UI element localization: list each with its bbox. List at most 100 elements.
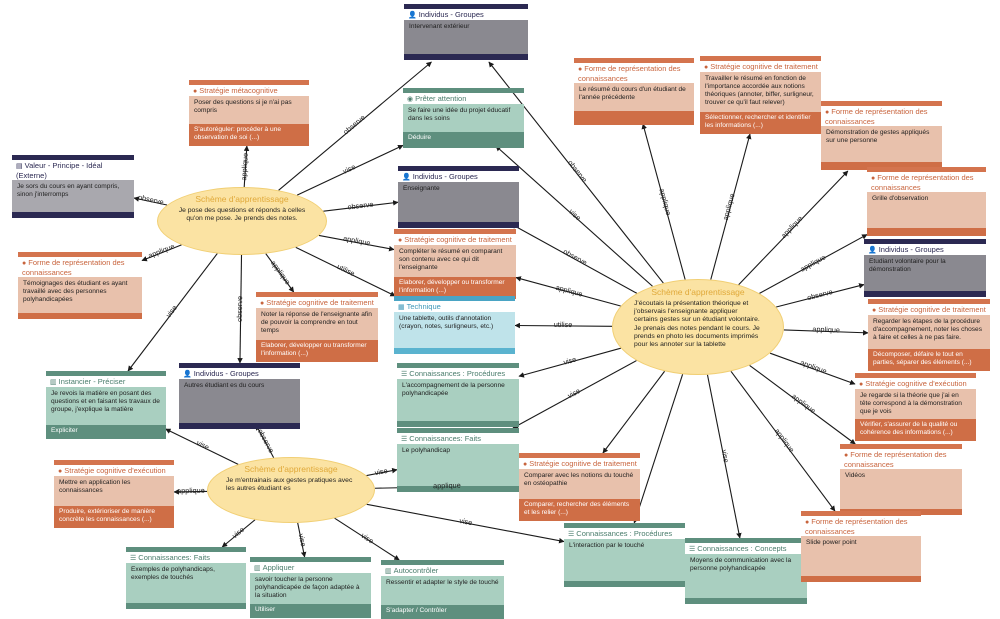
person-icon: 👤 <box>183 371 192 378</box>
card-body: Mettre en application les connaissances <box>54 476 174 506</box>
card-appliquer[interactable]: ▥Appliquer savoir toucher la personne po… <box>250 557 371 618</box>
control-icon: ▥ <box>385 568 392 575</box>
card-body: Démonstration de gestes appliqués sur un… <box>821 126 942 162</box>
card-individus-intervenant[interactable]: 👤Individus - Groupes Intervenant extérie… <box>404 4 528 62</box>
edge-s2-preter <box>495 145 653 287</box>
card-header: Forme de représentation des connaissance… <box>22 258 125 277</box>
card-footer-bar <box>564 581 685 587</box>
card-body: Slide power point <box>801 536 921 576</box>
scheme-ellipse-questions[interactable]: Schème d'apprentissage Je pose des quest… <box>157 187 327 255</box>
card-strategie-traitement-travailler[interactable]: ●Stratégie cognitive de traitement Trava… <box>700 56 821 134</box>
person-icon: 👤 <box>402 174 411 181</box>
pin-icon: ● <box>58 468 63 475</box>
card-forme-grille[interactable]: ●Forme de représentation des connaissanc… <box>867 167 986 237</box>
card-header: Technique <box>406 302 441 311</box>
card-forme-demonstration[interactable]: ●Forme de représentation des connaissanc… <box>821 101 942 171</box>
card-footer-bar <box>18 313 142 319</box>
edge-s3-appliquer <box>297 522 307 558</box>
edge-s2-frc_videos <box>749 364 856 445</box>
card-body: L'interaction par le touché <box>564 539 685 581</box>
card-autocontroler[interactable]: ▥Autocontrôler Ressentir et adapter le s… <box>381 560 504 619</box>
edge-label: applique <box>176 485 205 495</box>
card-body: Intervenant extérieur <box>404 20 528 54</box>
card-footer-bar <box>397 486 519 492</box>
card-body: savoir toucher la personne polyhandicapé… <box>250 573 371 604</box>
card-individus-autres-etudiants[interactable]: 👤Individus - Groupes Autres étudiant es … <box>179 363 300 429</box>
card-footer: Sélectionner, rechercher et identifier l… <box>700 112 821 134</box>
card-instancier-preciser[interactable]: ▥Instancier - Préciser Je revois la mati… <box>46 371 166 439</box>
edge-s3-cp_interac <box>366 503 565 544</box>
card-header: Connaissances : Concepts <box>697 544 787 553</box>
card-forme-slide[interactable]: ●Forme de représentation des connaissanc… <box>801 511 921 582</box>
concepts-icon: ☰ <box>689 546 696 553</box>
card-strategie-traitement-regarder[interactable]: ●Stratégie cognitive de traitement Regar… <box>868 299 990 371</box>
pin-icon: ● <box>578 66 583 73</box>
card-footer-bar <box>821 162 942 170</box>
card-strategie-execution-theorie[interactable]: ●Stratégie cognitive d'exécution Je rega… <box>855 373 976 441</box>
edge-s2-ind_ens <box>510 223 638 294</box>
edge-s2-ind_volont <box>776 283 865 308</box>
card-body: Exemples de polyhandicaps, exemples de t… <box>126 563 246 603</box>
edge-s2-sct_travail <box>710 133 752 280</box>
card-header: Stratégie cognitive de traitement <box>710 62 818 71</box>
card-strategie-execution-mettre[interactable]: ●Stratégie cognitive d'exécution Mettre … <box>54 460 174 528</box>
card-procedures-interaction[interactable]: ☰Connaissances : Procédures L'interactio… <box>564 523 685 587</box>
edge-s2-technique <box>514 322 613 329</box>
card-footer: Déduire <box>403 132 524 148</box>
edge-label: applique <box>433 480 461 491</box>
card-forme-videos[interactable]: ●Forme de représentation des connaissanc… <box>840 444 962 515</box>
card-header: Connaissances : Procédures <box>409 369 506 378</box>
scheme-ellipse-presentation[interactable]: Schème d'apprentissage J'écoutais la pré… <box>612 279 784 375</box>
card-faits-polyhandicap[interactable]: ☰Connaissances: Faits Le polyhandicap <box>397 428 519 492</box>
scheme-ellipse-entrainement[interactable]: Schème d'apprentissage Je m'entrainais a… <box>207 457 375 523</box>
card-forme-resume[interactable]: ●Forme de représentation des connaissanc… <box>574 58 694 125</box>
card-individus-enseignante[interactable]: 👤Individus - Groupes Enseignante <box>398 166 519 228</box>
card-individus-volontaire[interactable]: 👤Individus - Groupes Etudiant volontaire… <box>864 239 986 299</box>
card-header: Forme de représentation des connaissance… <box>825 107 928 126</box>
card-header: Forme de représentation des connaissance… <box>844 450 947 469</box>
card-footer-bar <box>864 291 986 297</box>
card-header: Stratégie cognitive de traitement <box>404 235 512 244</box>
pin-icon: ● <box>398 237 403 244</box>
card-header: Forme de représentation des connaissance… <box>871 173 974 192</box>
card-body: Une tablette, outils d'annotation (crayo… <box>394 312 515 348</box>
edge-s1-strat_meta <box>243 145 250 188</box>
card-body: Je revois la matière en posant des quest… <box>46 387 166 425</box>
tools-icon: ▦ <box>398 304 405 311</box>
card-footer: Elaborer, développer ou transformer l'in… <box>394 277 516 299</box>
card-header: Forme de représentation des connaissance… <box>578 64 681 83</box>
card-header: Stratégie cognitive d'exécution <box>64 466 166 475</box>
card-strategie-traitement-osteo[interactable]: ●Stratégie cognitive de traitement Compa… <box>519 453 640 521</box>
edge-s1-technique <box>295 246 396 297</box>
facts-icon: ☰ <box>130 555 137 562</box>
card-header: Valeur - Principe - Idéal (Externe) <box>16 161 103 180</box>
value-icon: ▤ <box>16 163 23 170</box>
card-header: Instancier - Préciser <box>58 377 126 386</box>
card-technique[interactable]: ▦Technique Une tablette, outils d'annota… <box>394 296 515 354</box>
edge-label: vise <box>719 448 731 464</box>
edge-label: applique <box>812 324 840 335</box>
card-procedures-accompagnement[interactable]: ☰Connaissances : Procédures L'accompagne… <box>397 363 519 427</box>
card-footer-bar <box>179 423 300 429</box>
person-icon: 👤 <box>868 247 877 254</box>
card-faits-exemples[interactable]: ☰Connaissances: Faits Exemples de polyha… <box>126 547 246 609</box>
card-forme-temoignages[interactable]: ●Forme de représentation des connaissanc… <box>18 252 142 319</box>
card-strategie-metacognitive[interactable]: ●Stratégie métacognitive Poser des quest… <box>189 80 309 146</box>
card-concepts-moyens[interactable]: ☰Connaissances : Concepts Moyens de comm… <box>685 538 807 604</box>
card-body: Compléter le résumé en comparant son con… <box>394 245 516 277</box>
card-footer-bar <box>801 576 921 582</box>
card-header: Stratégie cognitive de traitement <box>529 459 637 468</box>
card-preter-attention[interactable]: ◉Prêter attention Se faire une idée du p… <box>403 88 524 148</box>
card-body: Je regarde si la théorie que j'ai en têt… <box>855 389 976 419</box>
pin-icon: ● <box>704 64 709 71</box>
card-strategie-traitement-noter[interactable]: ●Stratégie cognitive de traitement Noter… <box>256 292 378 362</box>
edge-s1-sct_note <box>265 253 295 293</box>
card-header: Connaissances: Faits <box>138 553 210 562</box>
edge-s2-cf_poly <box>512 360 637 429</box>
card-body: Se faire une idée du projet éducatif dan… <box>403 104 524 132</box>
card-body: Le résumé du cours d'un étudiant de l'an… <box>574 83 694 111</box>
pin-icon: ● <box>523 461 528 468</box>
card-strategie-traitement-completer[interactable]: ●Stratégie cognitive de traitement Compl… <box>394 229 516 299</box>
card-valeur-principe[interactable]: ▤Valeur - Principe - Idéal (Externe) Je … <box>12 155 134 218</box>
card-body: Comparer avec les notions du touché en o… <box>519 469 640 499</box>
